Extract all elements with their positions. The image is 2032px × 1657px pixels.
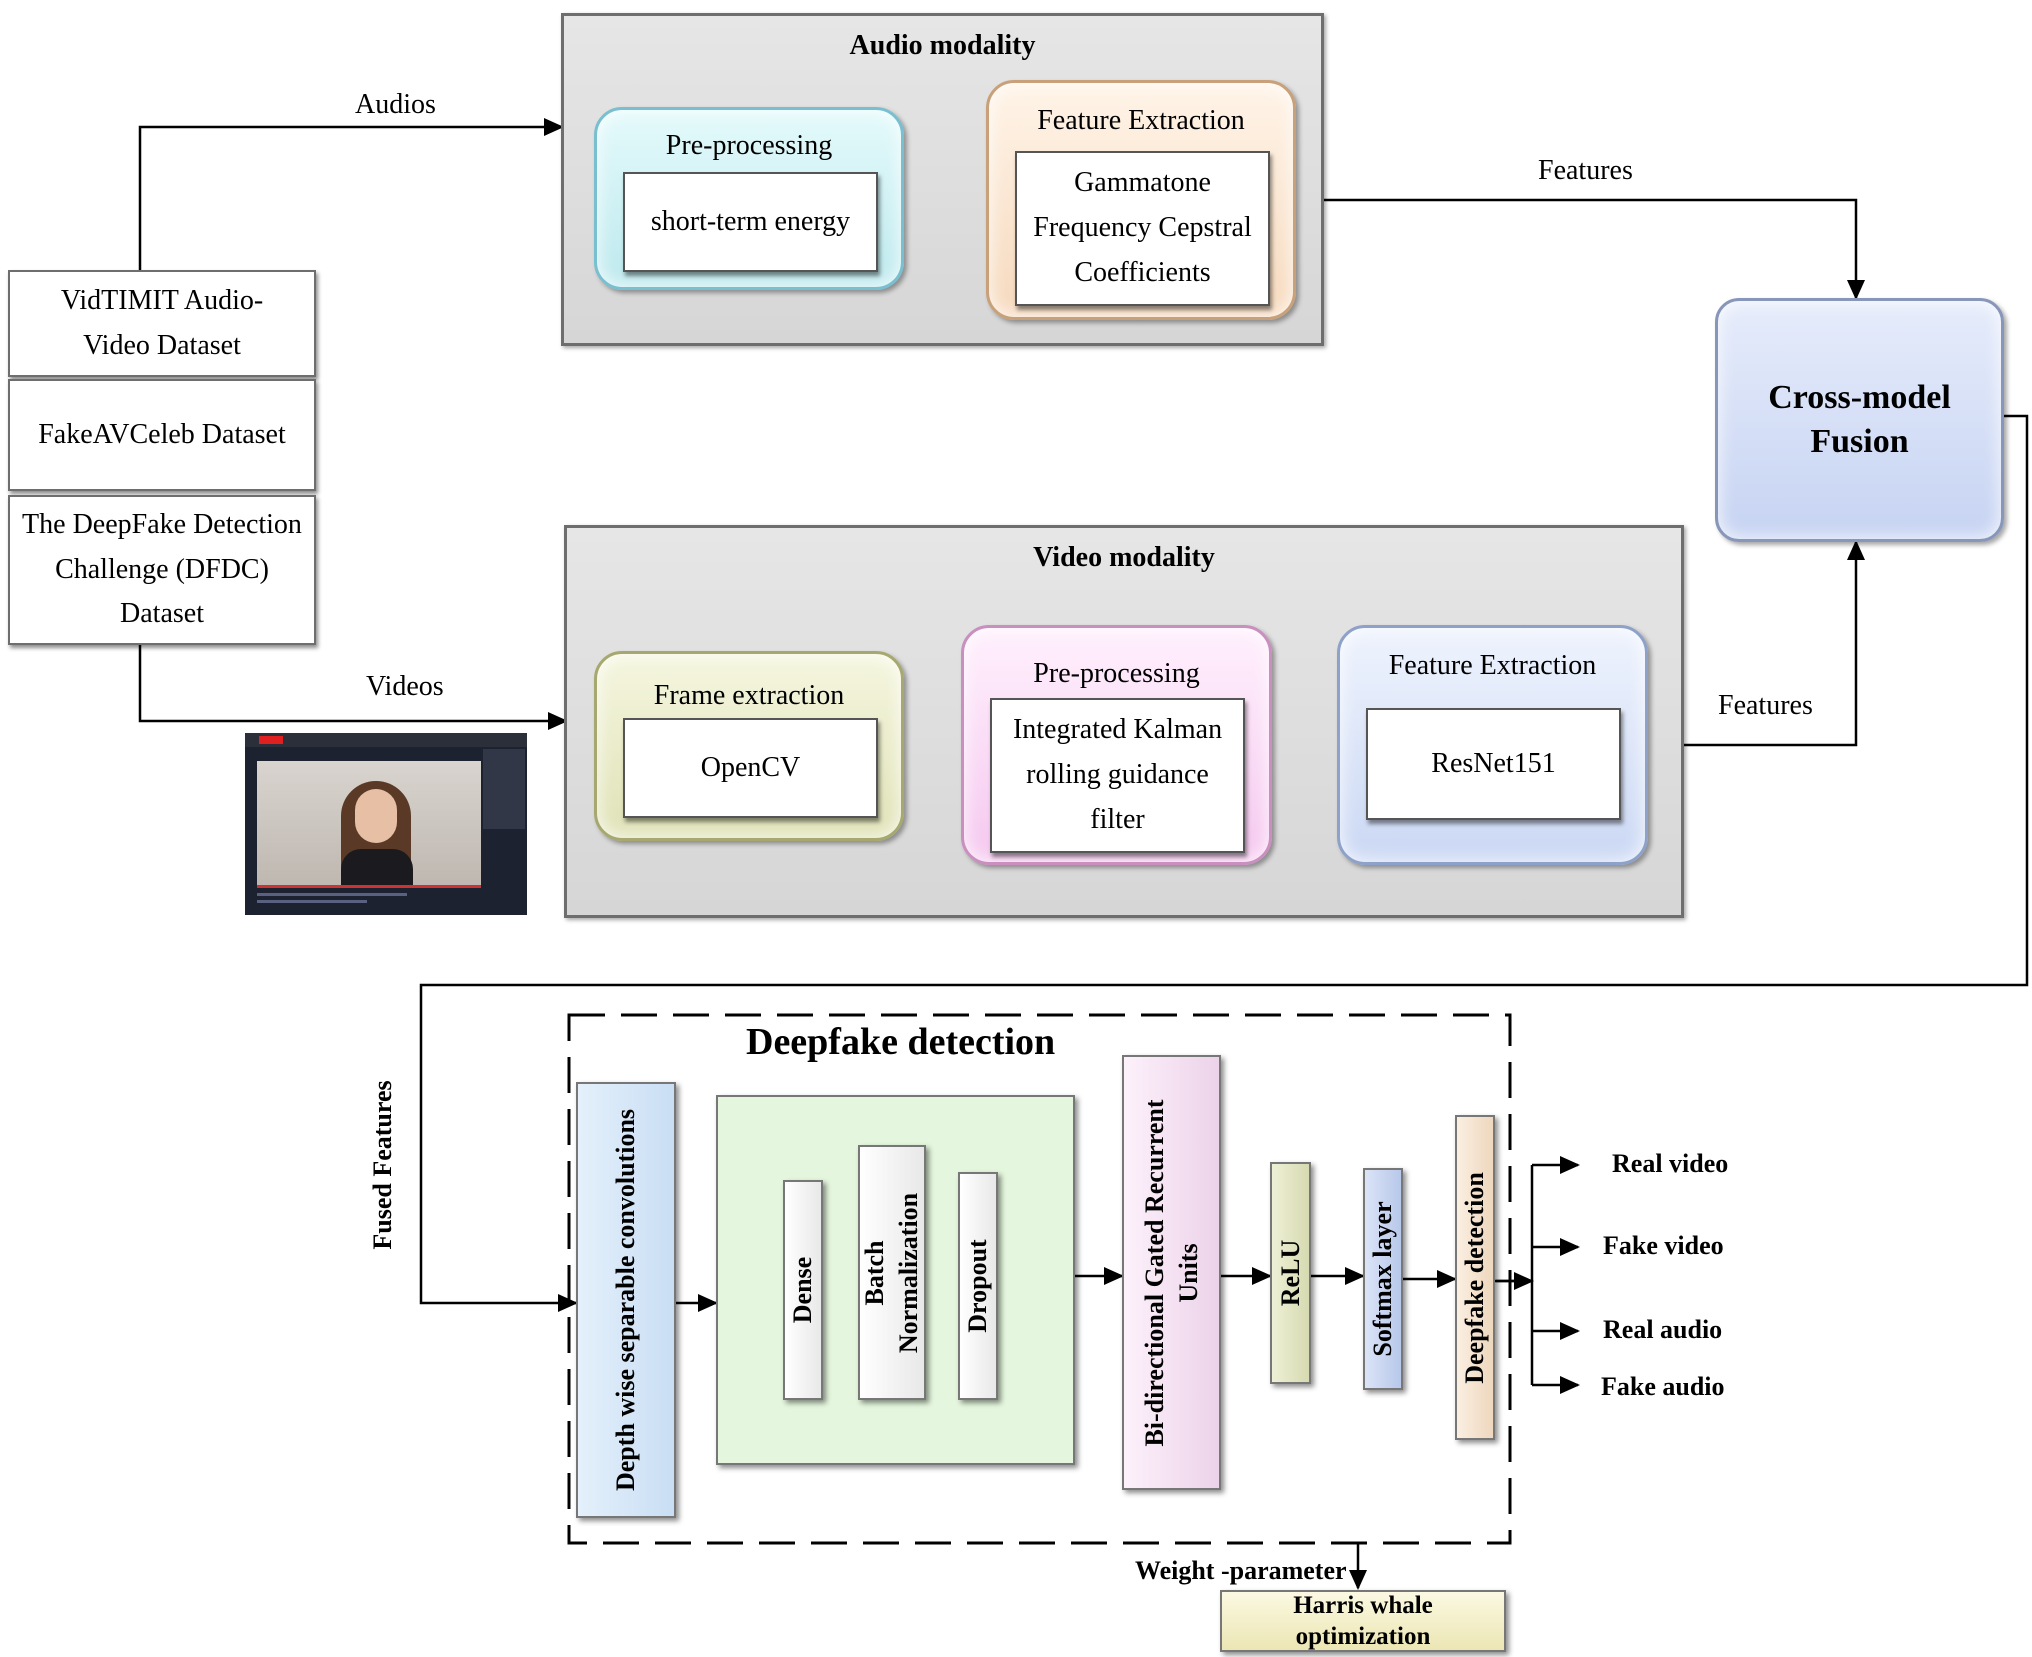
audios-arrow <box>138 118 564 270</box>
video-features-arrow <box>1648 540 1865 747</box>
cross-model-fusion-label: Cross-model Fusion <box>1768 378 1951 460</box>
weight-parameter-label: Weight -parameter <box>1135 1556 1347 1585</box>
video-feature-extraction-box: Feature Extraction ResNet151 <box>1337 625 1648 865</box>
audio-features-arrow <box>1296 198 1865 300</box>
dropout-box: Dropout <box>958 1172 998 1400</box>
video-features-label: Features <box>1718 690 1813 721</box>
bigru-box: Bi-directional Gated Recurrent Units <box>1122 1055 1221 1490</box>
frame-extraction-content: OpenCV <box>623 718 878 818</box>
softmax-box: Softmax layer <box>1363 1168 1403 1390</box>
frame-extraction-title: Frame extraction <box>653 680 845 711</box>
batch-normalization-box: Batch Normalization <box>858 1145 926 1400</box>
output-fake-audio: Fake audio <box>1601 1372 1725 1401</box>
output-fake-video: Fake video <box>1603 1231 1724 1260</box>
frame-extraction-box: Frame extraction OpenCV <box>594 651 904 841</box>
audio-features-label: Features <box>1538 155 1633 186</box>
video-preprocessing-box: Pre-processing Integrated Kalman rolling… <box>961 625 1272 865</box>
video-preprocessing-title: Pre-processing <box>1033 658 1200 689</box>
dataset-fakeavceleb: FakeAVCeleb Dataset <box>8 379 316 491</box>
video-modality-title: Video modality <box>1033 542 1215 573</box>
detection-frame <box>567 1013 1512 1545</box>
videos-arrow <box>138 645 568 730</box>
harris-whale-box: Harris whale optimization <box>1220 1590 1506 1652</box>
audio-feature-extraction-box: Feature Extraction Gammatone Frequency C… <box>986 80 1296 320</box>
video-feature-extraction-content: ResNet151 <box>1366 708 1621 820</box>
dataset-vidtimit: VidTIMIT Audio-Video Dataset <box>8 270 316 377</box>
audio-feature-extraction-title: Feature Extraction <box>1037 105 1245 136</box>
dataset-dfdc: The DeepFake Detection Challenge (DFDC) … <box>8 495 316 645</box>
output-real-video: Real video <box>1612 1149 1729 1178</box>
videos-label: Videos <box>366 671 444 702</box>
video-feature-extraction-title: Feature Extraction <box>1388 650 1597 681</box>
audios-label: Audios <box>355 89 436 120</box>
output-real-audio: Real audio <box>1603 1315 1723 1344</box>
waveform-icon <box>174 146 541 250</box>
audio-feature-extraction-content: Gammatone Frequency Cepstral Coefficient… <box>1015 151 1270 306</box>
audio-preprocessing-content: short-term energy <box>623 172 878 272</box>
audio-preprocessing-box: Pre-processing short-term energy <box>594 107 904 290</box>
cross-model-fusion-box: Cross-model Fusion <box>1715 298 2004 542</box>
audio-preprocessing-title: Pre-processing <box>665 130 833 161</box>
dense-box: Dense <box>783 1180 823 1400</box>
video-thumbnail <box>245 733 527 915</box>
deepfake-detection-box: Deepfake detection <box>1455 1115 1495 1440</box>
deepfake-detection-title: Deepfake detection <box>746 1021 1056 1063</box>
video-preprocessing-content: Integrated Kalman rolling guidance filte… <box>990 698 1245 853</box>
audio-modality-title: Audio modality <box>849 30 1036 61</box>
depthwise-conv-box: Depth wise separable convolutions <box>576 1082 676 1518</box>
fused-features-label: Fused Features <box>368 1080 398 1250</box>
relu-box: ReLU <box>1270 1162 1311 1384</box>
fused-features-line <box>419 414 2029 1312</box>
